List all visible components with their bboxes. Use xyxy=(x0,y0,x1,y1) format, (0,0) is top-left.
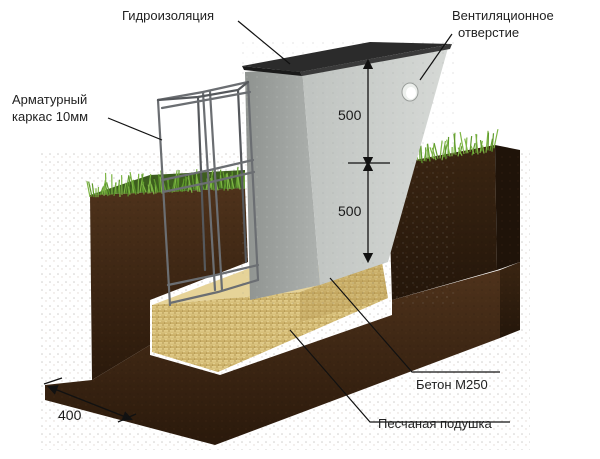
grass-blade xyxy=(493,129,499,149)
grass-blade xyxy=(491,133,495,152)
grass-blade xyxy=(99,186,105,196)
concrete-texture xyxy=(240,40,455,305)
grass-blade xyxy=(147,173,152,194)
rebar-top-back xyxy=(156,80,250,102)
grass-blade xyxy=(88,181,93,197)
grass-blade xyxy=(103,180,106,196)
grass-blade xyxy=(237,176,241,190)
grass-blade xyxy=(142,183,147,193)
concrete-wall xyxy=(240,40,455,305)
dim-width-tick-1 xyxy=(43,377,63,385)
rebar-bottom-front xyxy=(166,263,260,287)
grass-blade xyxy=(173,170,178,192)
leader-waterproofing xyxy=(237,20,291,65)
rebar-vertical-1 xyxy=(156,98,172,307)
grass-blade xyxy=(123,182,127,195)
grass-blade xyxy=(226,172,231,189)
grass-blade xyxy=(181,178,185,193)
waterproofing-edge-front xyxy=(300,44,452,76)
label-ventilation-line1: Вентиляционное xyxy=(452,8,554,23)
grass-blade xyxy=(125,175,130,195)
rebar-top-front xyxy=(156,80,250,102)
grass-blade xyxy=(469,136,473,153)
grass-blade xyxy=(457,147,463,157)
waterproofing-edge xyxy=(242,66,302,76)
dim-width-line xyxy=(47,385,133,421)
grass-blade xyxy=(158,174,161,193)
grass-blade xyxy=(150,184,155,195)
grass-blade xyxy=(226,173,229,191)
rebar-vertical-3 xyxy=(208,90,224,292)
dimension-lines xyxy=(43,58,390,423)
grass-blade xyxy=(471,142,476,156)
label-rebar-line1: Арматурный xyxy=(12,92,87,107)
grass-blade xyxy=(104,183,109,197)
dim-upper-value: 500 xyxy=(338,107,362,123)
rebar-vertical-2 xyxy=(201,90,217,292)
grass-blade xyxy=(470,145,475,155)
leader-ventilation xyxy=(419,33,453,81)
rebar-vertical-4 xyxy=(246,80,260,282)
rebar-top-2 xyxy=(160,90,252,110)
rebar-bottom-front-2 xyxy=(168,278,260,305)
rebar-mid-front xyxy=(160,158,255,182)
rebar-vertical-6 xyxy=(236,88,248,264)
grass-blade xyxy=(106,182,111,196)
grass-blade xyxy=(129,171,135,194)
rebar-cage xyxy=(156,80,260,307)
grass-blade xyxy=(137,173,140,194)
grass-blade xyxy=(86,180,91,198)
grass-blade xyxy=(153,178,159,193)
grass-blade xyxy=(127,186,131,195)
grass-blade xyxy=(485,130,489,153)
grass-blade xyxy=(147,184,151,194)
dim-lower-value: 500 xyxy=(338,203,362,219)
grass-blade xyxy=(159,176,163,194)
grass-blade xyxy=(481,145,485,154)
dim-width-tick-2 xyxy=(117,413,137,423)
grass-blade xyxy=(479,139,483,152)
grass-blade xyxy=(154,184,157,194)
label-sand: Песчаная подушка xyxy=(378,416,492,431)
waterproofing-cap xyxy=(242,42,452,72)
leader-lines xyxy=(107,20,510,423)
grass-blade xyxy=(210,177,213,190)
grass-blade xyxy=(91,183,95,198)
leader-rebar xyxy=(107,117,163,141)
grass-blade xyxy=(117,179,121,194)
grass-blade xyxy=(219,175,223,189)
grass-blade xyxy=(464,138,469,154)
rebar-mid-front-2 xyxy=(161,170,256,194)
dim-width-value: 400 xyxy=(58,407,82,423)
label-concrete: Бетон М250 xyxy=(416,377,488,392)
grass-blade xyxy=(196,181,199,192)
grass-blade xyxy=(459,131,465,155)
leader-concrete xyxy=(329,277,500,373)
grass-blade xyxy=(127,176,131,197)
grass-blade xyxy=(187,177,193,193)
label-rebar-line2: каркас 10мм xyxy=(12,109,88,124)
grass-blade xyxy=(132,180,137,195)
ventilation-hole-inner xyxy=(406,87,416,99)
grass-blade xyxy=(475,133,479,155)
grass-blade xyxy=(489,138,494,152)
leader-sand xyxy=(289,329,510,423)
label-ventilation-line2: отверстие xyxy=(458,25,519,40)
sand-front xyxy=(152,292,300,372)
grass-blade xyxy=(211,175,215,191)
label-waterproofing: Гидроизоляция xyxy=(122,8,214,23)
